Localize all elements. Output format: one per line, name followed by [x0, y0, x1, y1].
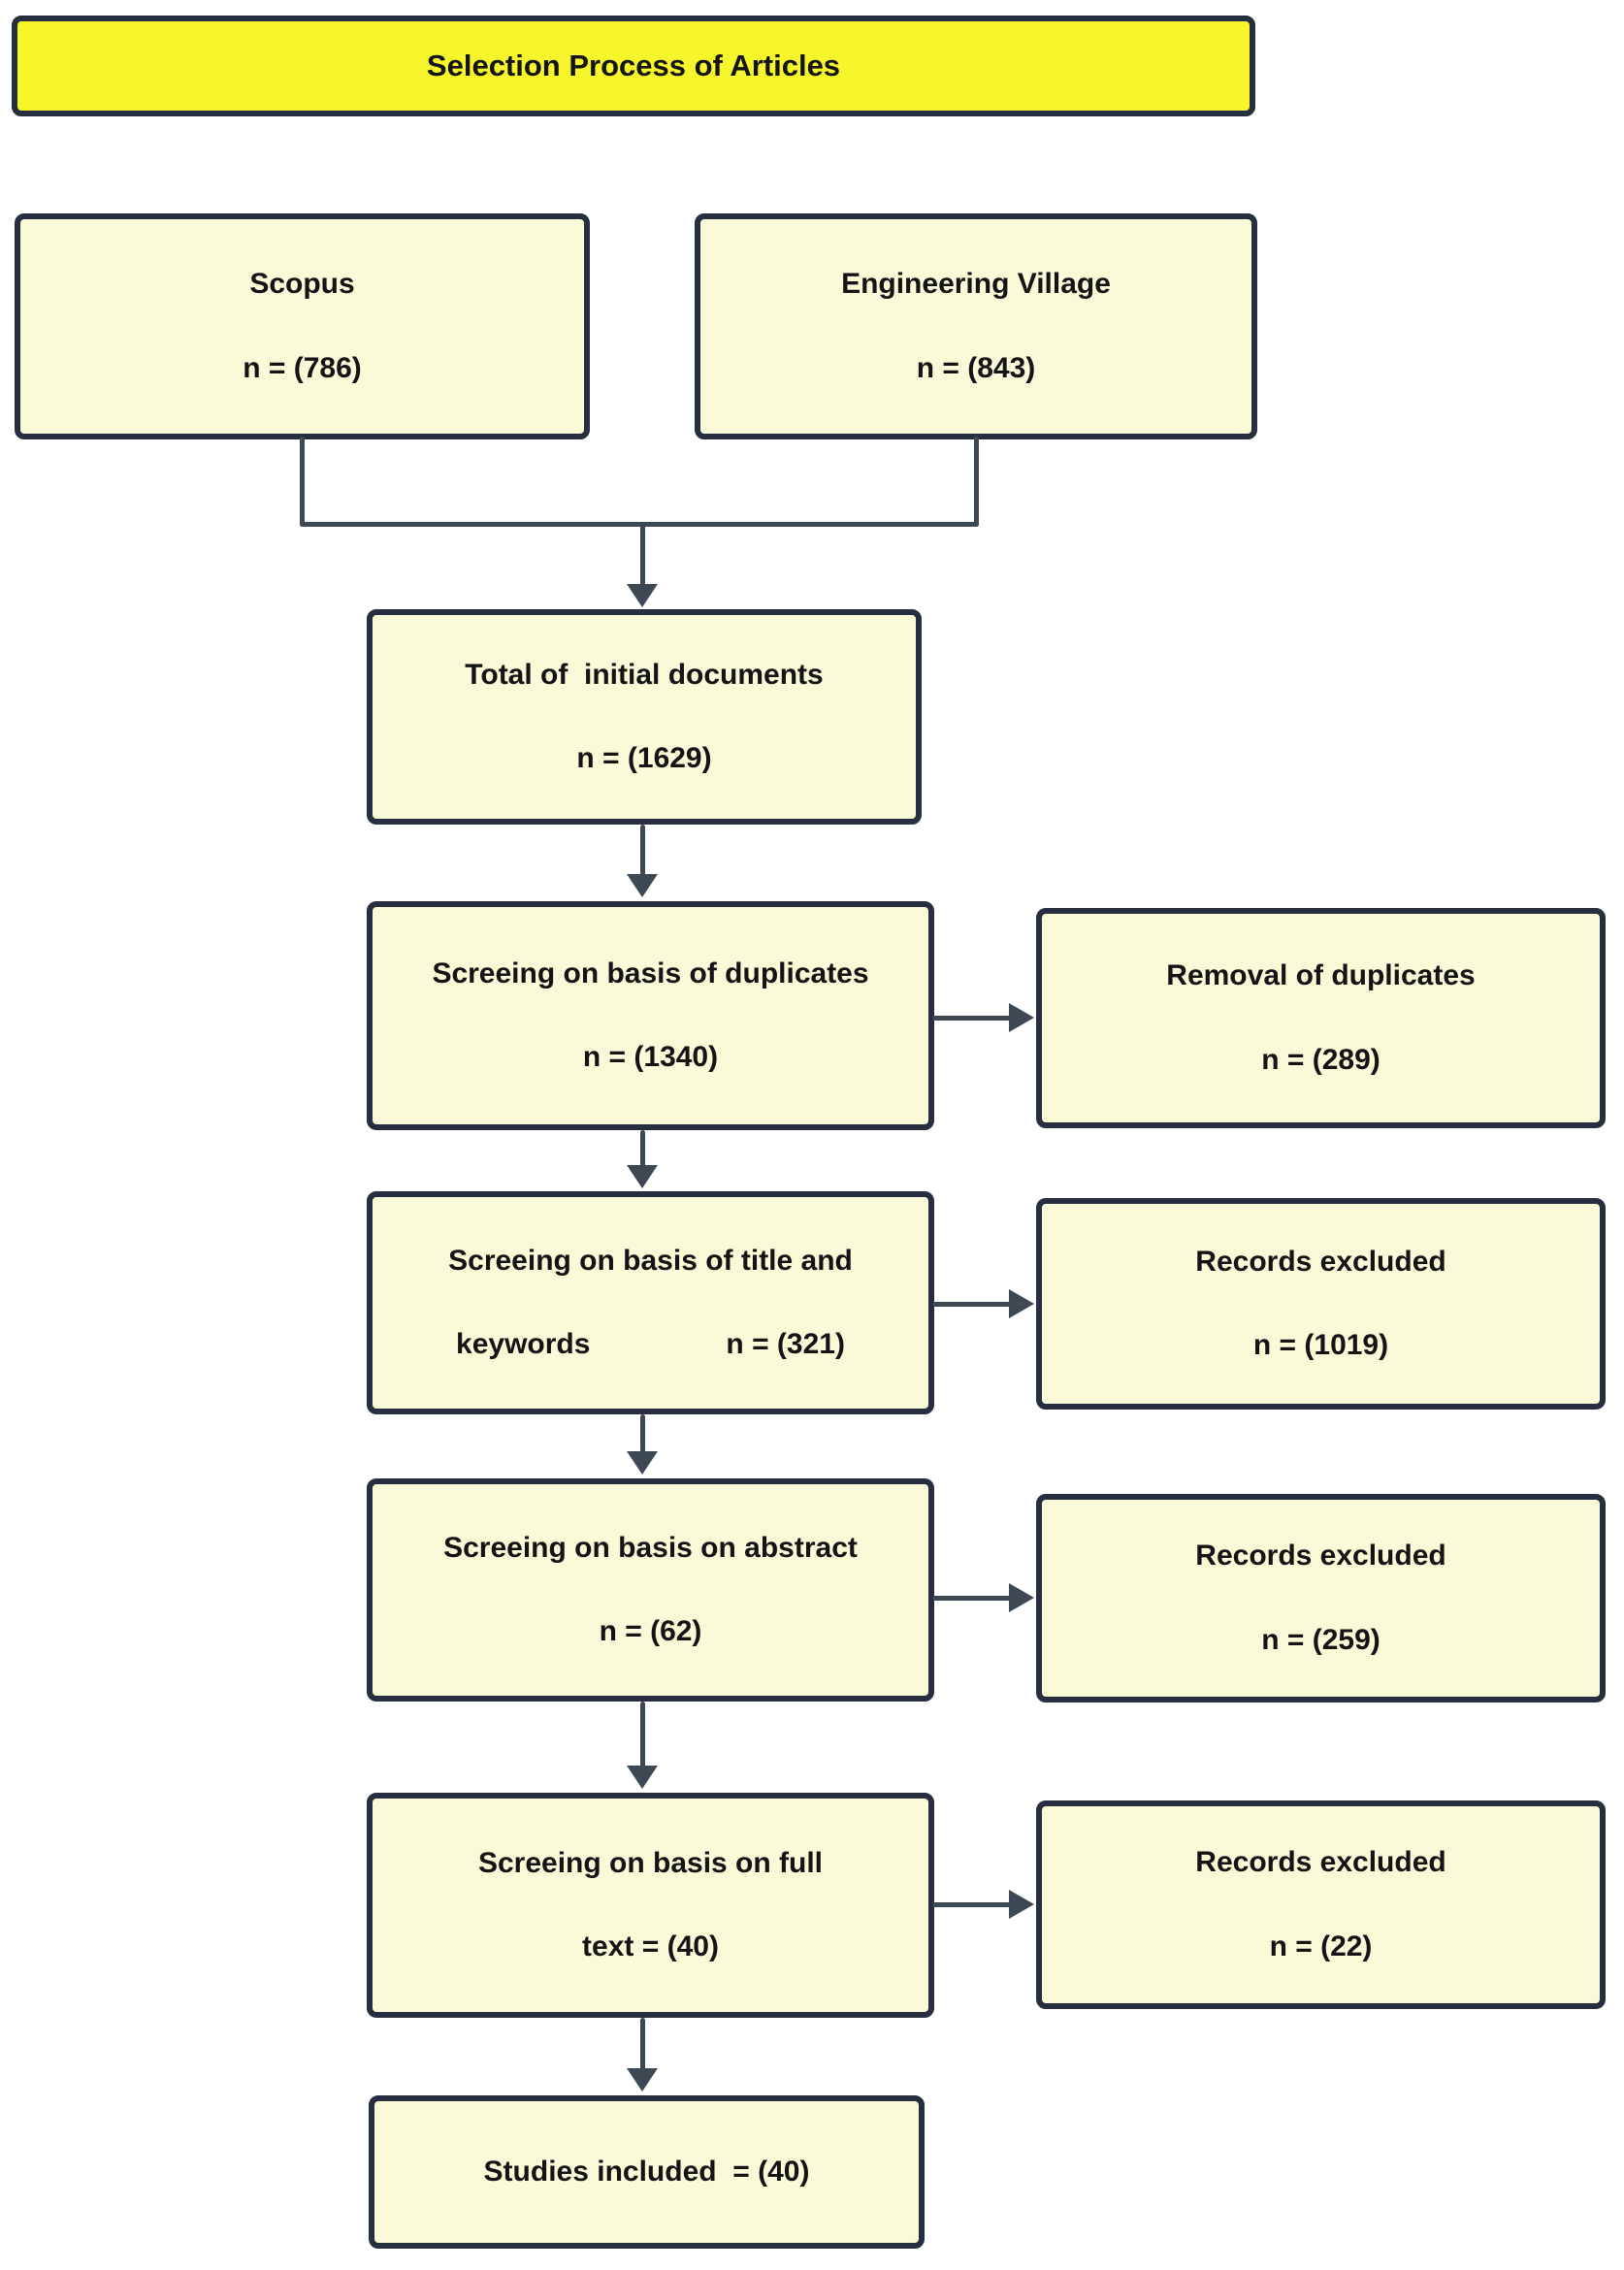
arrow-title-excluded-head	[1009, 1289, 1034, 1318]
connector-scopus-stub	[300, 437, 305, 527]
arrow-abstract-excluded-head	[1009, 1583, 1034, 1612]
node-total-initial-documents: Total of initial documents n = (1629)	[367, 609, 922, 825]
node-screening-fulltext: Screeing on basis on full text = (40)	[367, 1793, 934, 2018]
node-engineering-village-name: Engineering Village	[841, 268, 1111, 300]
node-records-excluded-abstract-count: n = (259)	[1261, 1623, 1380, 1656]
node-screening-fulltext-count: text = (40)	[582, 1930, 719, 1962]
arrow-merge-to-total-head	[627, 584, 658, 607]
node-screening-title-keywords-line1: Screeing on basis of title and	[448, 1244, 853, 1277]
arrow-total-to-duplicates-head	[627, 874, 658, 897]
node-screening-fulltext-line1: Screeing on basis on full	[477, 1846, 824, 1879]
arrow-abstract-to-fulltext-head	[627, 1766, 658, 1789]
node-screening-duplicates: Screeing on basis of duplicates n = (134…	[367, 901, 934, 1130]
node-screening-title-keywords-count: n = (321)	[726, 1328, 845, 1360]
arrow-duplicates-removed-line	[932, 1016, 1012, 1021]
node-removal-of-duplicates-line1: Removal of duplicates	[1166, 959, 1476, 991]
node-records-excluded-fulltext: Records excluded n = (22)	[1036, 1800, 1606, 2009]
arrow-duplicates-removed-head	[1009, 1003, 1034, 1032]
node-records-excluded-title: Records excluded n = (1019)	[1036, 1198, 1606, 1410]
arrow-title-to-abstract-line	[640, 1414, 645, 1453]
node-total-count: n = (1629)	[576, 742, 712, 774]
node-screening-abstract-line1: Screeing on basis on abstract	[443, 1531, 858, 1564]
node-screening-title-keywords-line2: keywords n = (321)	[456, 1328, 845, 1362]
node-screening-duplicates-line1: Screeing on basis of duplicates	[432, 957, 869, 989]
node-records-excluded-title-line1: Records excluded	[1195, 1245, 1446, 1278]
connector-merge-line	[300, 522, 979, 527]
node-records-excluded-abstract-line1: Records excluded	[1195, 1540, 1446, 1572]
arrow-total-to-duplicates-line	[640, 825, 645, 877]
node-removal-of-duplicates: Removal of duplicates n = (289)	[1036, 908, 1606, 1128]
arrow-fulltext-to-included-line	[640, 2018, 645, 2070]
node-removal-of-duplicates-count: n = (289)	[1261, 1043, 1380, 1076]
node-screening-abstract-count: n = (62)	[599, 1615, 702, 1647]
node-screening-abstract: Screeing on basis on abstract n = (62)	[367, 1478, 934, 1702]
node-scopus-name: Scopus	[249, 268, 355, 300]
arrow-fulltext-excluded-line	[932, 1902, 1012, 1907]
arrow-abstract-to-fulltext-line	[640, 1702, 645, 1767]
arrow-duplicates-to-title-line	[640, 1130, 645, 1169]
node-total-line1: Total of initial documents	[465, 658, 824, 691]
node-records-excluded-fulltext-count: n = (22)	[1269, 1930, 1373, 1962]
node-engineering-village-count: n = (843)	[916, 351, 1036, 384]
arrow-fulltext-to-included-head	[627, 2068, 658, 2092]
node-records-excluded-fulltext-line1: Records excluded	[1195, 1846, 1446, 1878]
node-studies-included-text: Studies included = (40)	[483, 2155, 810, 2188]
arrow-title-excluded-line	[932, 1302, 1012, 1307]
node-screening-title-keywords: Screeing on basis of title and keywords …	[367, 1191, 934, 1414]
flowchart-title-banner: Selection Process of Articles	[12, 16, 1255, 116]
flowchart-title-text: Selection Process of Articles	[426, 49, 841, 83]
connector-engineering-village-stub	[974, 437, 979, 527]
arrow-abstract-excluded-line	[932, 1596, 1012, 1601]
arrow-duplicates-to-title-head	[627, 1165, 658, 1188]
node-records-excluded-abstract: Records excluded n = (259)	[1036, 1494, 1606, 1702]
node-engineering-village: Engineering Village n = (843)	[695, 213, 1257, 439]
node-scopus-count: n = (786)	[243, 351, 362, 384]
arrow-title-to-abstract-head	[627, 1451, 658, 1475]
node-scopus: Scopus n = (786)	[15, 213, 590, 439]
arrow-merge-to-total-line	[640, 522, 645, 586]
node-screening-title-keywords-label: keywords	[456, 1328, 591, 1360]
node-records-excluded-title-count: n = (1019)	[1252, 1329, 1389, 1361]
node-screening-duplicates-count: n = (1340)	[582, 1041, 719, 1073]
node-studies-included: Studies included = (40)	[369, 2095, 925, 2249]
arrow-fulltext-excluded-head	[1009, 1890, 1034, 1919]
